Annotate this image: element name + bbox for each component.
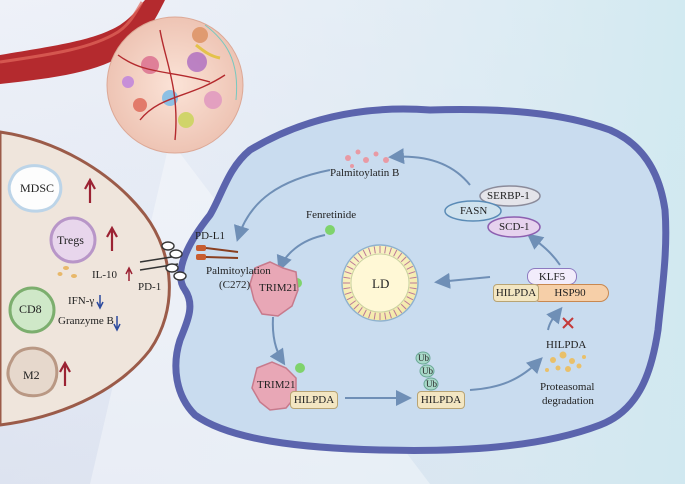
mdsc-cell [7, 164, 63, 213]
membrane-tick [409, 287, 417, 290]
palmitoylation-label: Palmitoylation [206, 265, 271, 277]
degradation-dots [545, 351, 586, 372]
scd1-label: SCD-1 [499, 221, 530, 233]
membrane-tick [344, 271, 352, 275]
membrane-tick [400, 256, 407, 263]
fenretinide-dot [325, 225, 335, 235]
membrane-tick [357, 252, 363, 260]
membrane-tick [349, 300, 357, 306]
fasn-shape [444, 200, 502, 222]
fenretinide-label: Fenretinide [306, 209, 357, 221]
hsp90-box: HSP90 [531, 284, 609, 302]
hilpda-box-3: HILPDA [493, 284, 539, 302]
blood-vessel-highlight [0, 1, 144, 64]
membrane-tick [388, 247, 392, 255]
ifn-down-arrow [96, 295, 104, 310]
m2-cell [6, 346, 59, 398]
ub-label-1: Ub [418, 353, 429, 363]
pd1-receptors [139, 241, 187, 281]
membrane-tick [368, 247, 372, 255]
membrane-tick [409, 276, 417, 279]
degradation-label: degradation [542, 395, 594, 407]
palmitoylatin-b-label: Palmitoylatin B [330, 167, 400, 179]
membrane-tick [346, 265, 354, 270]
membrane-tick [343, 276, 351, 279]
c272-label: (C272) [219, 279, 251, 291]
blood-vessel [0, 0, 165, 84]
membrane-tick [384, 246, 387, 254]
membrane-tick [344, 291, 352, 295]
blocked-x-icon [562, 317, 574, 329]
membrane-tick [397, 252, 403, 260]
il10-dots [57, 266, 77, 278]
serbp1-shape [479, 185, 541, 207]
membrane-tick [362, 309, 367, 317]
ifn-label: IFN-γ [68, 295, 95, 307]
membrane-tick [346, 296, 354, 301]
lipid-droplet-membrane [343, 246, 417, 320]
pd1-label: PD-1 [138, 281, 162, 293]
il10-up-arrow [125, 266, 133, 281]
membrane-tick [397, 306, 403, 314]
m2-up-arrow [59, 360, 71, 386]
pdl1-protein [196, 245, 239, 260]
trim21-protein-1 [249, 261, 299, 317]
tregs-cell [49, 216, 97, 264]
membrane-tick [368, 311, 372, 319]
membrane-tick [406, 296, 414, 301]
ub-label-2: Ub [422, 366, 433, 376]
membrane-tick [406, 265, 414, 270]
trim21-label-2: TRIM21 [257, 379, 296, 391]
membrane-tick [353, 303, 360, 310]
membrane-tick [400, 303, 407, 310]
membrane-tick [362, 249, 367, 257]
membrane-tick [393, 309, 398, 317]
membrane-tick [384, 312, 387, 320]
membrane-tick [373, 312, 376, 320]
membrane-tick [403, 300, 411, 306]
trim21-label-1: TRIM21 [259, 282, 298, 294]
klf5-box: KLF5 [527, 268, 577, 285]
cd8-cell [8, 286, 56, 334]
hilpda-free-label: HILPDA [546, 339, 587, 351]
cd8-label: CD8 [19, 302, 42, 316]
ld-label: LD [372, 276, 390, 291]
membrane-tick [408, 291, 416, 295]
membrane-tick [343, 287, 351, 290]
membrane-tick [357, 306, 363, 314]
scd1-shape [487, 216, 541, 238]
mdsc-up-arrow [84, 177, 96, 203]
tregs-label: Tregs [57, 233, 84, 247]
palmitoylatin-b-dots [345, 149, 389, 168]
proteasomal-label: Proteasomal [540, 381, 595, 393]
hilpda-box-1: HILPDA [290, 391, 338, 409]
ub-label-3: Ub [426, 379, 437, 389]
granzyme-label: Granzyme B [58, 315, 114, 327]
granzyme-down-arrow [113, 316, 121, 332]
fasn-label: FASN [460, 205, 488, 217]
pdl1-label: PD-L1 [195, 230, 225, 242]
mdsc-label: MDSC [20, 181, 55, 195]
membrane-tick [388, 311, 392, 319]
tregs-up-arrow [106, 225, 118, 251]
il10-label: IL-10 [92, 269, 118, 281]
m2-label: M2 [23, 368, 40, 382]
fenretinide-bound-2 [295, 363, 305, 373]
tumor-cluster [106, 16, 244, 154]
ubiquitin-chain [415, 351, 439, 391]
hilpda-box-2: HILPDA [417, 391, 465, 409]
membrane-tick [349, 260, 357, 266]
membrane-tick [408, 271, 416, 275]
pathway-arrows [233, 148, 563, 406]
membrane-tick [373, 246, 376, 254]
membrane-tick [353, 256, 360, 263]
lipid-droplet [341, 244, 419, 322]
membrane-tick [393, 249, 398, 257]
membrane-tick [403, 260, 411, 266]
serbp1-label: SERBP-1 [487, 190, 530, 202]
